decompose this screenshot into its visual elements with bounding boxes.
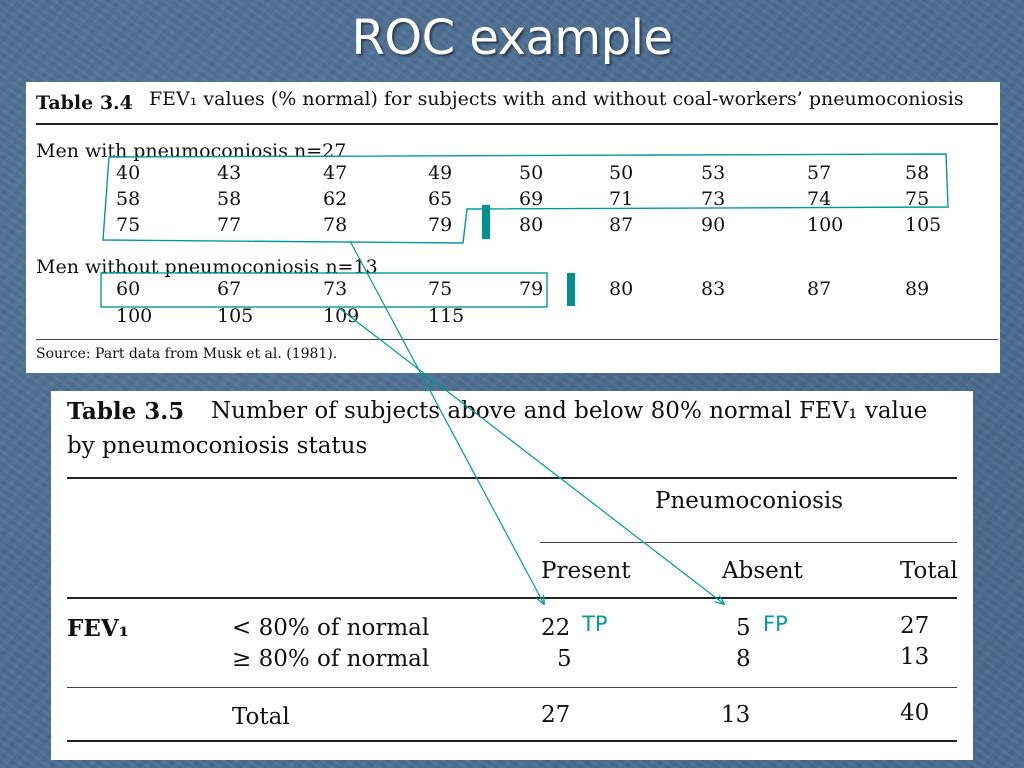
table-3-5-top-rule — [67, 477, 957, 479]
with-value-r2-c5: 69 — [519, 188, 544, 210]
table-3-4-top-rule — [36, 123, 998, 125]
group-without-label: Men without pneumoconiosis n=13 — [36, 256, 378, 278]
with-value-r2-c2: 58 — [217, 188, 242, 210]
with-value-r3-c6: 87 — [609, 214, 634, 236]
with-value-r3-c7: 90 — [701, 214, 726, 236]
tp-annotation: TP — [582, 612, 608, 636]
header-present: Present — [541, 558, 631, 584]
total-total: 40 — [900, 700, 930, 726]
with-value-r3-c9: 105 — [905, 214, 942, 236]
slide-title: ROC example — [351, 10, 673, 66]
row-group-fev1: FEV₁ — [67, 615, 129, 642]
total-present: 27 — [541, 702, 571, 728]
without-value-r2-c3: 109 — [323, 305, 360, 327]
header-bottom-rule — [67, 597, 957, 599]
with-value-r3-c5: 80 — [519, 214, 544, 236]
table-3-4-label: Table 3.4 — [36, 92, 133, 114]
row1-label: < 80% of normal — [232, 615, 430, 641]
total-label: Total — [232, 704, 290, 730]
row1-absent: 5 — [736, 615, 751, 641]
with-value-r2-c9: 75 — [905, 188, 930, 210]
with-value-r3-c4: 79 — [428, 214, 453, 236]
with-value-r2-c8: 74 — [807, 188, 832, 210]
with-value-r1-c2: 43 — [217, 162, 242, 184]
row1-present: 22 — [541, 615, 571, 641]
with-value-r2-c1: 58 — [116, 188, 141, 210]
with-value-r3-c2: 77 — [217, 214, 242, 236]
with-value-r2-c6: 71 — [609, 188, 634, 210]
with-value-r1-c9: 58 — [905, 162, 930, 184]
with-value-r1-c4: 49 — [428, 162, 453, 184]
with-value-r1-c5: 50 — [519, 162, 544, 184]
without-value-r1-c9: 89 — [905, 278, 930, 300]
with-value-r1-c3: 47 — [323, 162, 348, 184]
with-value-r3-c1: 75 — [116, 214, 141, 236]
table-3-4-bottom-rule — [36, 339, 998, 340]
header-pneumoconiosis: Pneumoconiosis — [655, 488, 844, 514]
without-value-r1-c6: 80 — [609, 278, 634, 300]
with-value-r1-c1: 40 — [116, 162, 141, 184]
without-value-r1-c8: 87 — [807, 278, 832, 300]
with-value-r3-c3: 78 — [323, 214, 348, 236]
row2-present: 5 — [557, 646, 572, 672]
cutoff-marker-with — [482, 205, 490, 239]
row1-total: 27 — [900, 613, 930, 639]
without-value-r1-c5: 79 — [519, 278, 544, 300]
with-value-r2-c3: 62 — [323, 188, 348, 210]
table-3-5-caption-line1: Number of subjects above and below 80% n… — [211, 398, 928, 424]
fp-annotation: FP — [763, 612, 788, 636]
row2-total: 13 — [900, 644, 930, 670]
without-value-r2-c4: 115 — [428, 305, 465, 327]
with-value-r3-c8: 100 — [807, 214, 844, 236]
cutoff-marker-without — [567, 273, 575, 306]
table-3-4-source: Source: Part data from Musk et al. (1981… — [36, 346, 338, 362]
header-group-rule — [540, 542, 957, 543]
without-value-r1-c2: 67 — [217, 278, 242, 300]
row2-label: ≥ 80% of normal — [232, 646, 430, 672]
with-value-r1-c6: 50 — [609, 162, 634, 184]
without-value-r1-c1: 60 — [116, 278, 141, 300]
row2-absent: 8 — [736, 646, 751, 672]
without-value-r2-c1: 100 — [116, 305, 153, 327]
without-value-r1-c4: 75 — [428, 278, 453, 300]
with-value-r2-c7: 73 — [701, 188, 726, 210]
table-3-5-panel: Table 3.5 Number of subjects above and b… — [51, 391, 973, 760]
header-total: Total — [900, 558, 958, 584]
without-value-r2-c2: 105 — [217, 305, 254, 327]
total-top-rule — [67, 687, 957, 688]
with-value-r2-c4: 65 — [428, 188, 453, 210]
group-with-label: Men with pneumoconiosis n=27 — [36, 140, 347, 162]
table-3-4-caption: FEV₁ values (% normal) for subjects with… — [149, 88, 964, 110]
table-3-5-label: Table 3.5 — [67, 398, 185, 425]
with-value-r1-c7: 53 — [701, 162, 726, 184]
with-value-r1-c8: 57 — [807, 162, 832, 184]
table-3-5-caption-line2: by pneumoconiosis status — [67, 433, 368, 459]
without-value-r1-c3: 73 — [323, 278, 348, 300]
header-absent: Absent — [722, 558, 803, 584]
table-3-5-bottom-rule — [67, 740, 957, 742]
table-3-4-panel: Table 3.4 FEV₁ values (% normal) for sub… — [26, 82, 1000, 373]
total-absent: 13 — [721, 702, 751, 728]
without-value-r1-c7: 83 — [701, 278, 726, 300]
